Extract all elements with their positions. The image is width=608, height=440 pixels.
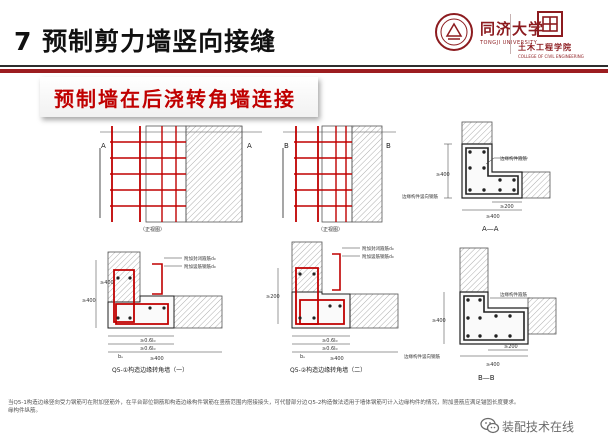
detail-q5-2-caption: Q5-②构造边缘转角墙（二）	[290, 366, 366, 374]
tongji-logo-sub: TONGJI UNIVERSITY	[480, 40, 538, 46]
civil-college-logo: 土木工程学院 COLLEGE OF CIVIL ENGINEERING	[514, 10, 608, 60]
logo-divider	[510, 14, 511, 54]
section-b-stirrup-label: 边缘构件箍筋	[500, 291, 527, 298]
watermark-text: 装配技术在线	[502, 420, 575, 434]
section-b-dim-vertical: ≥400	[432, 318, 446, 324]
caption-right: Q5-2构造做法适用于墙体钢筋可计入边缘构件的情况，附加竖筋应满足锚固长度要求。	[308, 400, 520, 406]
section-a-stirrup-label: 边缘构件箍筋	[500, 155, 527, 162]
detail-q5-1-dim-bottom: ≥400	[150, 356, 164, 362]
detail-q5-1-dim-v1: ≥400	[82, 298, 96, 304]
section-b-dim-200: ≥200	[504, 344, 518, 350]
technical-drawing: A A （正视图） B B （正视图）	[82, 121, 557, 382]
section-a-dim-vertical: ≥400	[436, 172, 450, 178]
page-title: 7 预制剪力墙竖向接缝	[14, 27, 277, 56]
elevation-b	[282, 125, 396, 223]
detail-q5-1-dim-v2: ≥400	[100, 280, 114, 286]
wechat-icon	[480, 417, 500, 434]
detail-q5-1	[95, 251, 223, 353]
detail-q5-2-bar-label: bᵤ	[300, 354, 305, 360]
detail-q5-2-dim-bottom: ≥400	[330, 356, 344, 362]
detail-q5-2-dim-h1: ≥0.6l₀	[322, 338, 338, 344]
civil-college-logo-sub: COLLEGE OF CIVIL ENGINEERING	[518, 54, 584, 59]
caption-left: 当Q5-1构造边缘竖向受力钢筋可在附加竖筋外，在平台部位钢筋和构造边缘构件钢筋在…	[8, 400, 308, 414]
section-b-b	[443, 247, 557, 357]
section-b-rebar-label: 边缘构件竖向钢筋	[404, 353, 440, 360]
detail-q5-1-label-2: 附加竖筋钢筋d₀	[184, 263, 216, 270]
elevation-a-mark: A	[101, 142, 106, 150]
watermark: 装配技术在线	[480, 416, 606, 436]
section-a-dim-200: ≥200	[500, 204, 514, 210]
detail-q5-1-label-1: 附加封闭箍筋d₀	[184, 255, 216, 262]
subtitle-banner: 预制墙在后浇转角墙连接	[40, 77, 318, 117]
detail-q5-1-caption: Q5-①构造边缘转角墙（一）	[112, 366, 188, 374]
section-b-mark: B—B	[478, 374, 495, 382]
section-b-dim-h: ≥400	[486, 362, 500, 368]
detail-q5-1-dim-h1: ≥0.6l₀	[140, 338, 156, 344]
detail-q5-2-dim-h2: ≥0.6l₀	[322, 346, 338, 352]
university-seal-icon	[435, 13, 473, 51]
section-a-dim-h: ≥400	[486, 214, 500, 220]
section-a-mark: A—A	[482, 225, 499, 233]
elevation-a-mark-right: A	[247, 142, 252, 150]
elevation-a	[99, 125, 262, 223]
header-rule-dark	[0, 65, 608, 67]
elevation-b-mark-right: B	[386, 142, 391, 150]
section-a-a	[444, 121, 551, 211]
elevation-b-mark: B	[284, 142, 289, 150]
detail-q5-2	[277, 241, 399, 353]
detail-q5-2-label-1: 附加封闭箍筋d₀	[362, 245, 394, 252]
tongji-logo-name: 同济大学	[480, 20, 545, 38]
tongji-logo: 同济大学 TONGJI UNIVERSITY	[434, 4, 554, 62]
elevation-b-note: （正视图）	[318, 226, 343, 233]
subtitle-text: 预制墙在后浇转角墙连接	[54, 87, 296, 111]
detail-q5-1-bar-label: bᵤ	[118, 354, 123, 360]
detail-q5-1-dim-h2: ≥0.6l₀	[140, 346, 156, 352]
college-mark-icon	[537, 11, 563, 37]
detail-q5-2-dim-v1: ≥200	[266, 294, 280, 300]
detail-q5-2-label-2: 附加竖筋钢筋d₀	[362, 253, 394, 260]
elevation-a-note: （正视图）	[140, 226, 165, 233]
section-a-rebar-label: 边缘构件竖向钢筋	[402, 193, 438, 200]
civil-college-logo-name: 土木工程学院	[518, 42, 572, 52]
header-rule-red	[0, 69, 608, 73]
